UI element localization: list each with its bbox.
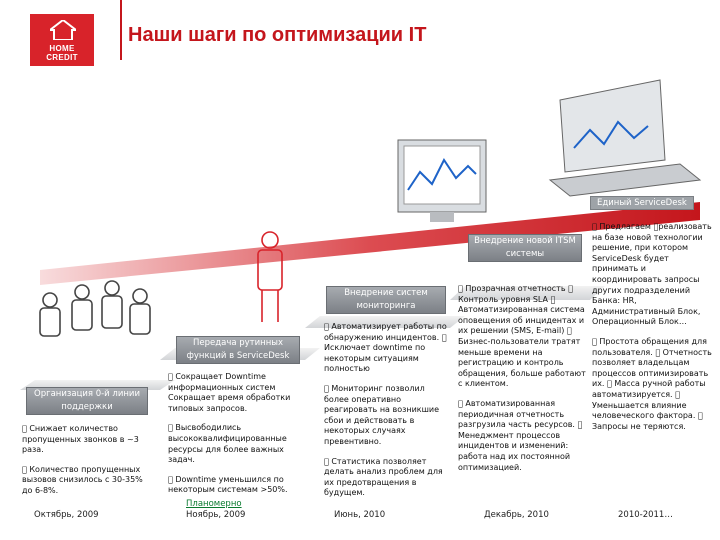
step-label-servicedesk: Передача рутинных функций в ServiceDesk [176,336,300,364]
house-icon [50,20,76,40]
step2-item:  Downtime уменьшился по некоторым систе… [168,474,288,495]
step3-item:  Мониторинг позволил более оперативно р… [324,383,445,446]
step-label-itsm: Внедрение новой ITSM системы [468,234,582,262]
step-label-zero-line: Организация 0-й линии поддержки [26,387,148,415]
page-title: Наши шаги по оптимизации IT [128,24,427,46]
step1-item:  Количество пропущенных вызовов снизило… [22,464,143,495]
step5-date: 2010-2011… [618,510,673,520]
step2-text:  Сокращает Downtime информационных сист… [168,372,300,505]
step2-date: Ноябрь, 2009 [186,510,246,520]
header-divider [120,0,122,60]
step2-plan-link[interactable]: Планомерно [186,499,242,509]
step3-item:  Статистика позволяет делать анализ про… [324,445,452,498]
step4-text:  Прозрачная отчетность  Контроль уровн… [458,284,588,482]
step4-date: Декабрь, 2010 [484,510,549,520]
step5-item:  Предлагаем реализовать на базе новой … [592,222,712,327]
step3-text:  Автоматизирует работы по обнаружению и… [324,322,452,508]
step5-item:  Простота обращения для пользователя. … [592,336,712,431]
logo-text-credit: CREDIT [46,53,78,62]
step1-date: Октябрь, 2009 [34,510,99,520]
step5-text:  Предлагаем реализовать на базе новой … [592,222,712,441]
staircase-graphic [20,79,702,390]
step4-item:  Прозрачная отчетность  Контроль уровн… [458,284,586,389]
servicedesk-label: Единый ServiceDesk [590,196,694,210]
step3-item:  Автоматизирует работы по обнаружению и… [324,322,447,374]
logo-text-home: HOME [49,44,75,53]
step2-item:  Высвободились высококвалифицированные … [168,423,287,465]
red-banner [40,202,700,285]
step3-date: Июнь, 2010 [334,510,386,520]
step1-item:  Снижает количество пропущенных звонков… [22,424,139,455]
step-label-monitoring: Внедрение систем мониторинга [326,286,446,314]
step1-text:  Снижает количество пропущенных звонков… [22,424,150,506]
step4-item:  Автоматизированная периодичная отчетно… [458,398,582,472]
home-credit-logo: HOME CREDIT [30,14,94,66]
step2-item:  Сокращает Downtime информационных сист… [168,372,291,413]
